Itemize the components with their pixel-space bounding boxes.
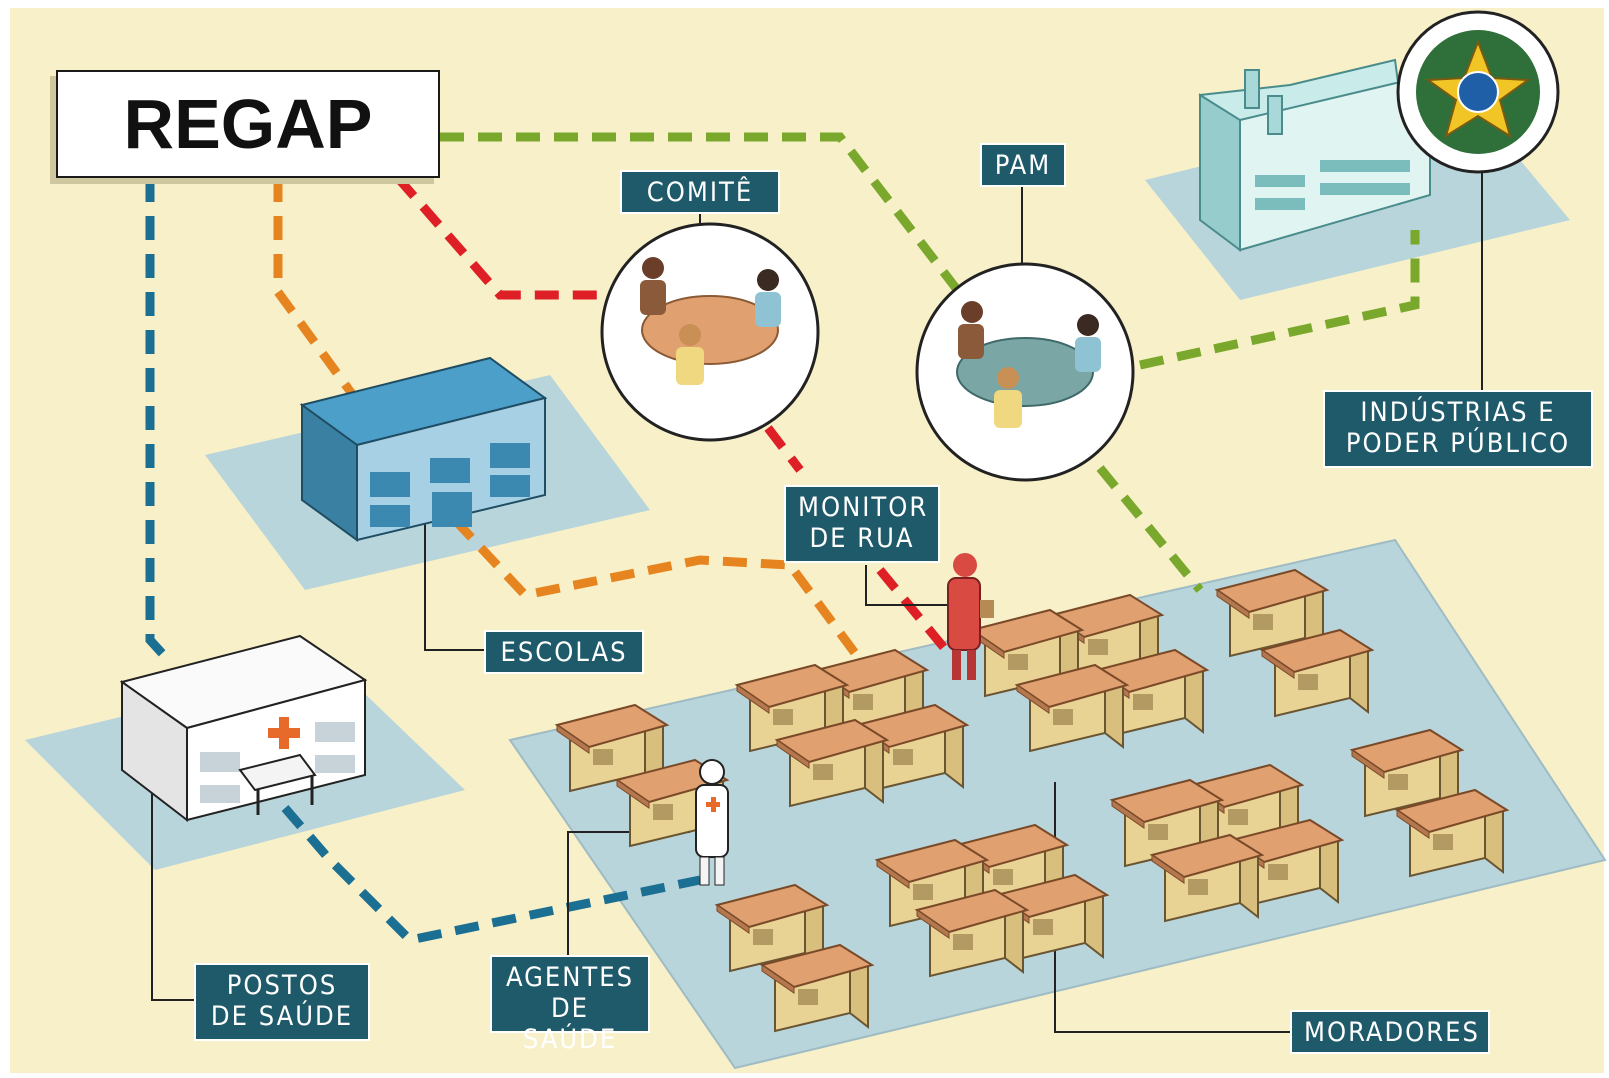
health-post [119,634,368,823]
house-2 [1049,593,1165,683]
line-comite-monitor [764,425,804,473]
house-10 [854,703,970,793]
house-16 [1394,788,1510,878]
label-monitor: MONITOR DE RUA [784,485,940,563]
factory-building [1198,58,1431,252]
health-agent-person [695,759,729,886]
house-12 [1349,728,1465,818]
label-comite: COMITÊ [620,170,780,214]
house-1 [1214,568,1330,658]
line-pam-industrias [1139,230,1420,370]
house-24 [759,943,875,1033]
house-23 [914,888,1030,978]
line-postos-agentes [281,805,701,945]
leader-monitor [865,565,960,606]
line-regap-escolas [273,178,359,401]
school-building [299,356,548,542]
house-6 [1094,648,1210,738]
label-industrias: INDÚSTRIAS E PODER PÚBLICO [1323,390,1593,468]
line-monitor-moradores [876,567,954,658]
house-9 [554,703,670,793]
label-postos: POSTOS DE SAÚDE [194,963,370,1041]
line-escolas-moradores [451,516,864,663]
line-regap-pam [440,132,969,303]
leader-escolas [424,495,485,651]
label-pam: PAM [980,143,1066,187]
house-17 [1229,818,1345,908]
label-escolas: ESCOLAS [484,630,644,674]
house-11 [774,718,890,808]
house-4 [1259,628,1375,718]
line-pam-moradores [1096,465,1204,593]
house-21 [994,873,1110,963]
coat-of-arms-icon [1396,10,1560,174]
houses-group [554,568,1510,1033]
line-regap-comite [394,175,610,300]
label-moradores: MORADORES [1290,1010,1490,1054]
house-8 [1014,663,1130,753]
regap-title: REGAP [56,70,440,178]
label-agentes: AGENTES DE SAÚDE [490,955,650,1055]
comite-circle [600,222,820,442]
house-19 [1149,833,1265,923]
house-3 [969,608,1085,698]
street-monitor-person [947,553,994,680]
leader-postos [151,762,195,1001]
pam-circle [915,262,1135,482]
line-regap-postos [145,178,174,666]
